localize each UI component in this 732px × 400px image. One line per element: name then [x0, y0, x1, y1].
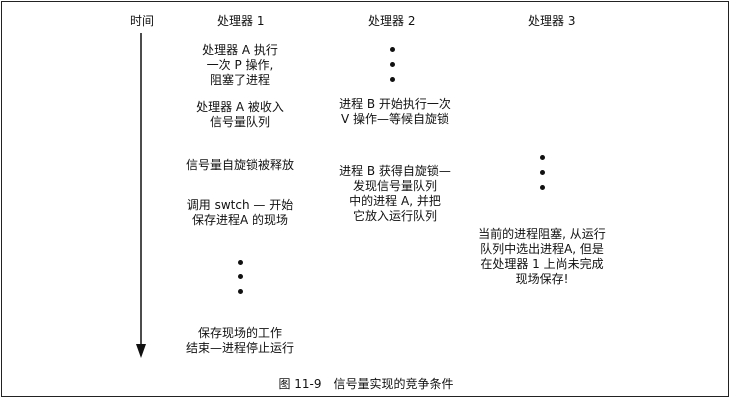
p3-event-line: 在处理器 1 上尚未完成: [480, 257, 604, 271]
p2-event-line: 发现信号量队列: [352, 179, 437, 193]
p2-event-line: 它放入运行队列: [352, 209, 437, 223]
p1-event-line: 信号量队列: [209, 115, 270, 129]
p2-event-line: V 操作—等候自旋锁: [340, 112, 450, 126]
p1-event-block: 处理器 A 执行 一次 P 操作, 阻塞了进程: [180, 43, 300, 88]
p1-event-line: 结束—进程停止运行: [185, 341, 294, 355]
time-axis-arrowhead: [136, 344, 146, 358]
p1-event-line: 一次 P 操作,: [206, 58, 274, 72]
ellipsis-dot: [238, 274, 243, 279]
ellipsis-dot: [238, 260, 243, 265]
p2-event-line: 中的进程 A, 并把: [349, 194, 441, 208]
p3-ellipsis: [540, 155, 546, 195]
ellipsis-dot: [540, 185, 545, 190]
header-processor-3: 处理器 3: [528, 14, 576, 28]
p1-event-line: 处理器 A 执行: [202, 43, 278, 57]
p2-event-block: 进程 B 开始执行一次 V 操作—等候自旋锁: [330, 97, 460, 127]
ellipsis-dot: [390, 77, 395, 82]
p1-event-block: 调用 swtch — 开始 保存进程A 的现场: [175, 198, 305, 228]
figure-caption: 图 11-9 信号量实现的竞争条件: [278, 377, 454, 391]
p1-event-line: 信号量自旋锁被释放: [185, 158, 294, 172]
p1-event-line: 处理器 A 被收入: [196, 100, 284, 114]
ellipsis-dot: [540, 155, 545, 160]
p3-event-block: 当前的进程阻塞, 从运行 队列中选出进程A, 但是 在处理器 1 上尚未完成 现…: [462, 227, 622, 287]
p3-event-line: 当前的进程阻塞, 从运行: [478, 227, 606, 241]
ellipsis-dot: [390, 62, 395, 67]
p2-event-line: 进程 B 获得自旋锁—: [339, 164, 451, 178]
p1-event-block: 处理器 A 被收入 信号量队列: [180, 100, 300, 130]
ellipsis-dot: [540, 170, 545, 175]
p1-event-line: 保存进程A 的现场: [191, 213, 289, 227]
p2-event-block: 进程 B 获得自旋锁— 发现信号量队列 中的进程 A, 并把 它放入运行队列: [330, 164, 460, 224]
p2-ellipsis: [390, 47, 396, 87]
header-time: 时间: [130, 14, 155, 28]
ellipsis-dot: [390, 47, 395, 52]
ellipsis-dot: [238, 289, 243, 294]
header-processor-2: 处理器 2: [368, 14, 416, 28]
header-processor-1: 处理器 1: [217, 14, 265, 28]
p1-event-line: 阻塞了进程: [209, 73, 270, 87]
p1-event-block: 信号量自旋锁被释放: [175, 158, 305, 173]
p1-event-line: 调用 swtch — 开始: [186, 198, 294, 212]
p1-ellipsis: [238, 260, 244, 300]
p3-event-line: 队列中选出进程A, 但是: [480, 242, 604, 256]
p1-event-block: 保存现场的工作 结束—进程停止运行: [175, 326, 305, 356]
p2-event-line: 进程 B 开始执行一次: [339, 97, 451, 111]
p1-event-line: 保存现场的工作: [197, 326, 282, 340]
p3-event-line: 现场保存!: [515, 272, 569, 286]
